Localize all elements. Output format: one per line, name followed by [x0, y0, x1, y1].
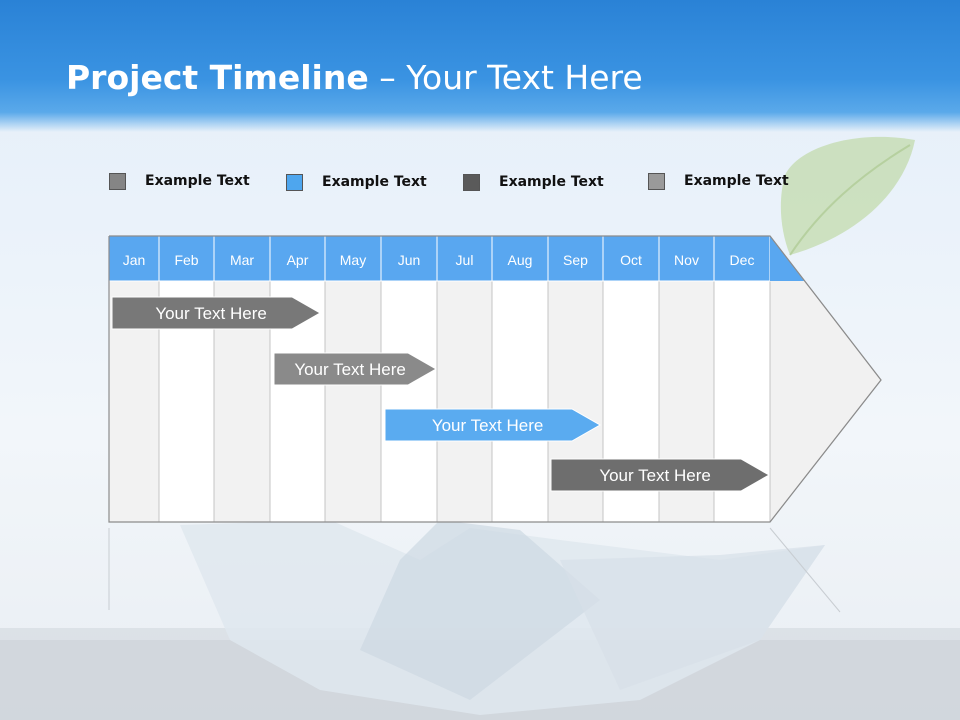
- task-label: Your Text Here: [155, 304, 267, 323]
- legend-swatch: [286, 173, 303, 191]
- legend-swatch: [648, 172, 665, 190]
- month-header-cell: [324, 235, 382, 282]
- month-header-cell: [491, 235, 549, 282]
- legend-item: Example Text: [109, 170, 250, 192]
- task-label: Your Text Here: [294, 360, 406, 379]
- legend-label: Example Text: [684, 173, 789, 189]
- month-label: Feb: [174, 252, 198, 268]
- month-label: Jan: [123, 252, 146, 268]
- task-arrow: [550, 458, 771, 492]
- task-arrow: [111, 296, 322, 330]
- title-bold: Project Timeline: [66, 58, 369, 97]
- legend-swatch: [109, 172, 126, 190]
- month-header-cell: [380, 235, 438, 282]
- task-arrow: [384, 408, 602, 442]
- month-label: May: [340, 252, 366, 268]
- legend-item: Example Text: [648, 170, 789, 192]
- month-label: Oct: [620, 252, 642, 268]
- reflection-line: [769, 527, 841, 613]
- legend-label: Example Text: [322, 174, 427, 190]
- legend-label: Example Text: [145, 173, 250, 189]
- legend-swatch: [463, 173, 480, 191]
- task-label: Your Text Here: [599, 466, 711, 485]
- month-label: Sep: [563, 252, 588, 268]
- month-label: Dec: [730, 252, 755, 268]
- month-column: [491, 280, 549, 523]
- task-arrow: [273, 352, 438, 386]
- legend-label: Example Text: [499, 174, 604, 190]
- month-label: Aug: [508, 252, 533, 268]
- month-label: Jun: [398, 252, 421, 268]
- month-header-cell: [602, 235, 660, 282]
- page-title: Project Timeline – Your Text Here: [66, 58, 643, 97]
- month-header-cell: [436, 235, 493, 282]
- month-column: [380, 280, 438, 523]
- task-label: Your Text Here: [432, 416, 544, 435]
- title-rest: – Your Text Here: [368, 58, 643, 97]
- month-label: Jul: [456, 252, 474, 268]
- month-header-cell: [158, 235, 215, 282]
- month-column: [324, 280, 382, 523]
- month-header-cell: [658, 235, 715, 282]
- month-label: Apr: [287, 252, 309, 268]
- header-band: [0, 0, 960, 132]
- legend-item: Example Text: [286, 171, 427, 193]
- month-label: Nov: [674, 252, 699, 268]
- legend-item: Example Text: [463, 171, 604, 193]
- timeline-outline: [108, 235, 882, 523]
- month-column: [436, 280, 493, 523]
- month-label: Mar: [230, 252, 254, 268]
